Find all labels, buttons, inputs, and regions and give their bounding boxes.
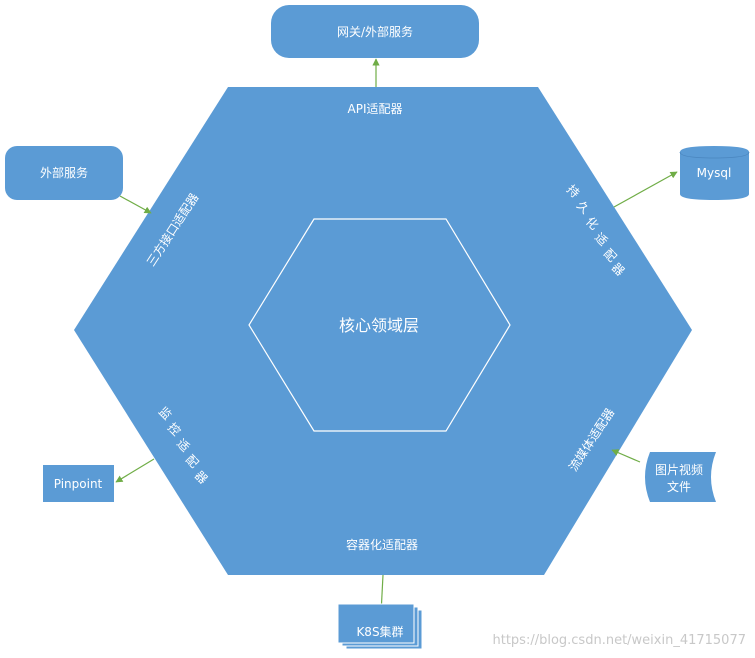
k8s-cluster-label: K8S集群 (356, 624, 403, 639)
monitor-adapter-label: 监 控 适 配 器 (156, 404, 210, 486)
external-service-node (5, 146, 123, 200)
gateway-label: 网关/外部服务 (337, 24, 413, 39)
arrow-media-to-streaming (611, 449, 641, 463)
media-file-label-line1: 图片视频 (655, 462, 703, 477)
arrow-monitor-to-pinpoint (115, 458, 155, 483)
gateway-node (271, 5, 479, 58)
pinpoint-label: Pinpoint (54, 477, 103, 491)
outer-hexagon (74, 87, 692, 575)
watermark: https://blog.csdn.net/weixin_41715077 (492, 633, 746, 648)
api-adapter-label: API适配器 (348, 102, 403, 116)
arrow-persistence-to-mysql (613, 171, 678, 208)
media-file-label-line2: 文件 (667, 479, 691, 494)
external-service-label: 外部服务 (40, 165, 88, 180)
container-adapter-label: 容器化适配器 (346, 537, 418, 552)
media-file-node (645, 452, 716, 502)
k8s-cluster-node (337, 603, 423, 650)
arrow-external-to-third-party (119, 195, 152, 214)
core-domain-label: 核心领域层 (339, 316, 419, 335)
mysql-label: Mysql (697, 166, 732, 180)
mysql-node (679, 146, 750, 200)
pinpoint-node (43, 465, 114, 502)
inner-hexagon (248, 218, 511, 432)
